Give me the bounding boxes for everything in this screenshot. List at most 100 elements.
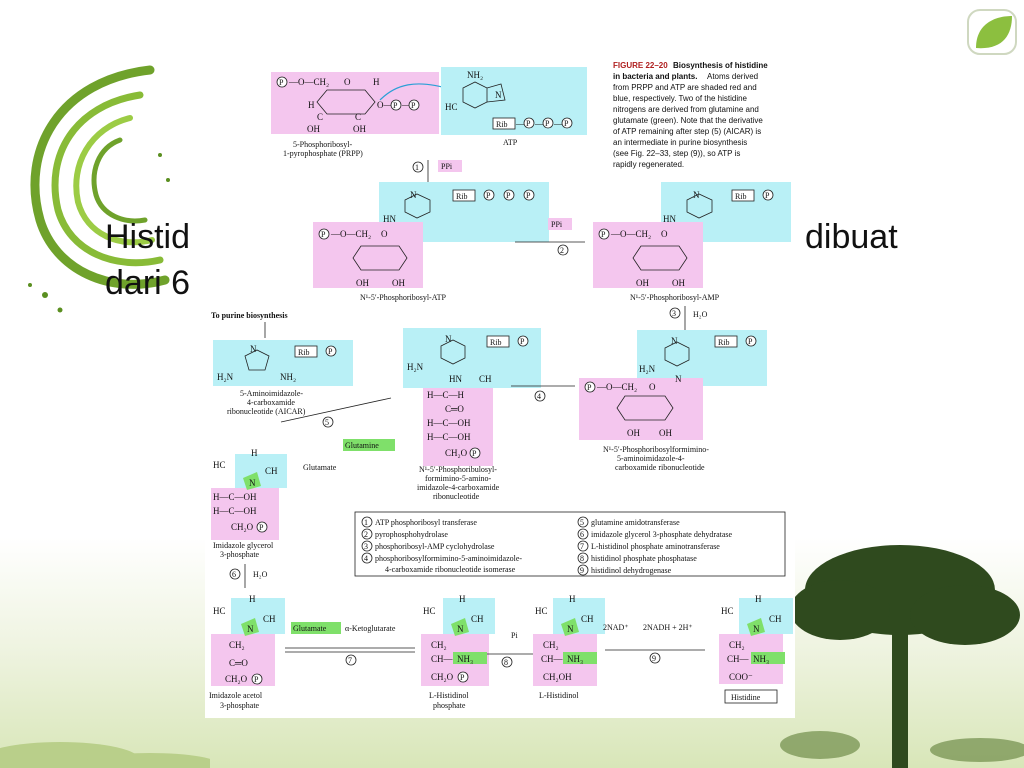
svg-text:P: P [587, 383, 592, 392]
svg-text:O: O [344, 77, 351, 87]
svg-text:P: P [526, 191, 531, 200]
svg-text:N: N [250, 344, 257, 354]
svg-text:—: — [515, 119, 526, 129]
svg-text:CH₂: CH₂ [229, 640, 245, 650]
svg-text:P: P [748, 337, 753, 346]
svg-text:N: N [457, 624, 464, 634]
svg-text:C═O: C═O [445, 404, 464, 414]
step8-number: 8 [504, 658, 508, 667]
iap-structure: H HC CH N CH₂ C═O CH₂O P [211, 594, 285, 686]
svg-text:Rib: Rib [298, 348, 310, 357]
svg-text:HC: HC [721, 606, 734, 616]
svg-text:C═O: C═O [229, 658, 248, 668]
step1-ppi: PPi [441, 162, 453, 171]
caption-line-4: glutamate (green). Note that the derivat… [613, 116, 763, 125]
step7-aketoglutarate: α-Ketoglutarate [345, 624, 396, 633]
svg-text:C: C [355, 112, 361, 122]
iap-label-2: 3-phosphate [220, 701, 260, 710]
igp-label-2: 3-phosphate [220, 550, 260, 559]
aicar-structure: N Rib P H₂N NH₂ [213, 340, 353, 386]
svg-text:HC: HC [423, 606, 436, 616]
svg-text:CH₂O: CH₂O [431, 672, 454, 682]
svg-text:H₂N: H₂N [217, 372, 234, 382]
svg-text:OH: OH [307, 124, 320, 134]
enzyme-1: ATP phosphoribosyl transferase [375, 518, 477, 527]
caption-line-5: of ATP remaining after step (5) (AICAR) … [613, 127, 761, 136]
svg-text:CH₂: CH₂ [543, 640, 559, 650]
svg-text:P: P [460, 673, 465, 682]
svg-text:CH₂O: CH₂O [225, 674, 248, 684]
histidine-label: Histidine [731, 693, 761, 702]
enzyme-6: imidazole glycerol 3-phosphate dehydrata… [591, 530, 733, 539]
svg-text:OH: OH [672, 278, 685, 288]
svg-text:H: H [249, 594, 256, 604]
svg-text:OH: OH [353, 124, 366, 134]
enzyme-legend-right-column: 5 glutamine amidotransferase 6 imidazole… [577, 516, 733, 576]
svg-text:P: P [486, 191, 491, 200]
atp-label: ATP [503, 138, 518, 147]
enzyme-legend: 1 ATP phosphoribosyl transferase 2 pyrop… [354, 511, 786, 577]
grass-decoration [0, 742, 210, 768]
svg-text:H₂N: H₂N [407, 362, 424, 372]
step5-glutamine: Glutamine [345, 441, 379, 450]
iap-label-1: Imidazole acetol [209, 691, 263, 700]
to-purine-label: To purine biosynthesis [211, 311, 288, 320]
svg-text:HN: HN [449, 374, 462, 384]
igp-structure: H HC CH N H—C—OH H—C—OH CH₂O P [211, 448, 287, 540]
svg-text:P: P [259, 523, 264, 532]
enzyme-legend-left-column: 1 ATP phosphoribosyl transferase 2 pyrop… [361, 516, 522, 574]
caption-line-3: nitrogens are derived from glutamine and [613, 105, 759, 114]
svg-text:Rib: Rib [490, 338, 502, 347]
figure-caption: FIGURE 22–20 Biosynthesis of histidine i… [613, 61, 768, 169]
aicar-label-3: ribonucleotide (AICAR) [227, 407, 306, 416]
step9-number: 9 [652, 654, 656, 663]
svg-text:—O—CH₂: —O—CH₂ [330, 229, 371, 239]
svg-text:Rib: Rib [456, 192, 468, 201]
svg-text:—: — [401, 100, 412, 110]
caption-bold-2: in bacteria and plants. [613, 72, 697, 81]
svg-text:HC: HC [535, 606, 548, 616]
step7-glutamate: Glutamate [293, 624, 327, 633]
step9-nadh: 2NADH + 2H⁺ [643, 623, 693, 632]
prfar-label-2: formimino-5-amino- [425, 474, 492, 483]
svg-text:H: H [308, 100, 315, 110]
caption-bold-1: Biosynthesis of histidine [673, 61, 768, 70]
step2-ppi: PPi [551, 220, 563, 229]
svg-text:HN: HN [663, 214, 676, 224]
step3-h2o: H₂O [693, 310, 708, 319]
svg-text:Rib: Rib [496, 120, 508, 129]
svg-text:OH: OH [356, 278, 369, 288]
atp-structure: NH₂ HC N Rib — P — P — P [441, 67, 587, 135]
svg-text:NH₃: NH₃ [567, 654, 583, 664]
svg-text:CH: CH [265, 466, 278, 476]
enzyme-8: histidinol phosphate phosphatase [591, 554, 697, 563]
prpp-label-1: 5-Phosphoribosyl- [293, 140, 352, 149]
svg-text:OH: OH [627, 428, 640, 438]
step5-arrow [280, 397, 392, 423]
step3-number: 3 [672, 309, 676, 318]
svg-text:—O—CH₂: —O—CH₂ [288, 77, 329, 87]
svg-text:P: P [254, 675, 259, 684]
svg-text:N: N [249, 478, 256, 488]
hp-label-2: phosphate [433, 701, 466, 710]
svg-text:1: 1 [364, 518, 368, 527]
svg-text:OH: OH [636, 278, 649, 288]
svg-text:H: H [251, 448, 258, 458]
step6-number: 6 [232, 570, 236, 579]
histidine-biosynthesis-figure: FIGURE 22–20 Biosynthesis of histidine i… [205, 50, 795, 718]
igp-label-1: Imidazole glycerol [213, 541, 274, 550]
svg-text:H: H [373, 77, 380, 87]
svg-text:CH—: CH— [541, 654, 564, 664]
enzyme-4-cont: 4-carboxamide ribonucleotide isomerase [385, 565, 516, 574]
svg-text:N: N [567, 624, 574, 634]
svg-text:P: P [279, 78, 284, 87]
svg-text:NH₃: NH₃ [457, 654, 473, 664]
pr-amp-label: N¹-5′-Phosphoribosyl-AMP [630, 293, 720, 302]
svg-text:P: P [564, 119, 569, 128]
pfam-structure: N Rib P H₂N N P —O—CH₂ O OH OH [579, 330, 767, 440]
svg-text:CH—: CH— [727, 654, 750, 664]
svg-text:P: P [520, 337, 525, 346]
step5-number: 5 [325, 418, 329, 427]
svg-text:H—C—OH: H—C—OH [213, 492, 257, 502]
pr-atp-label: N¹-5′-Phosphoribosyl-ATP [360, 293, 446, 302]
